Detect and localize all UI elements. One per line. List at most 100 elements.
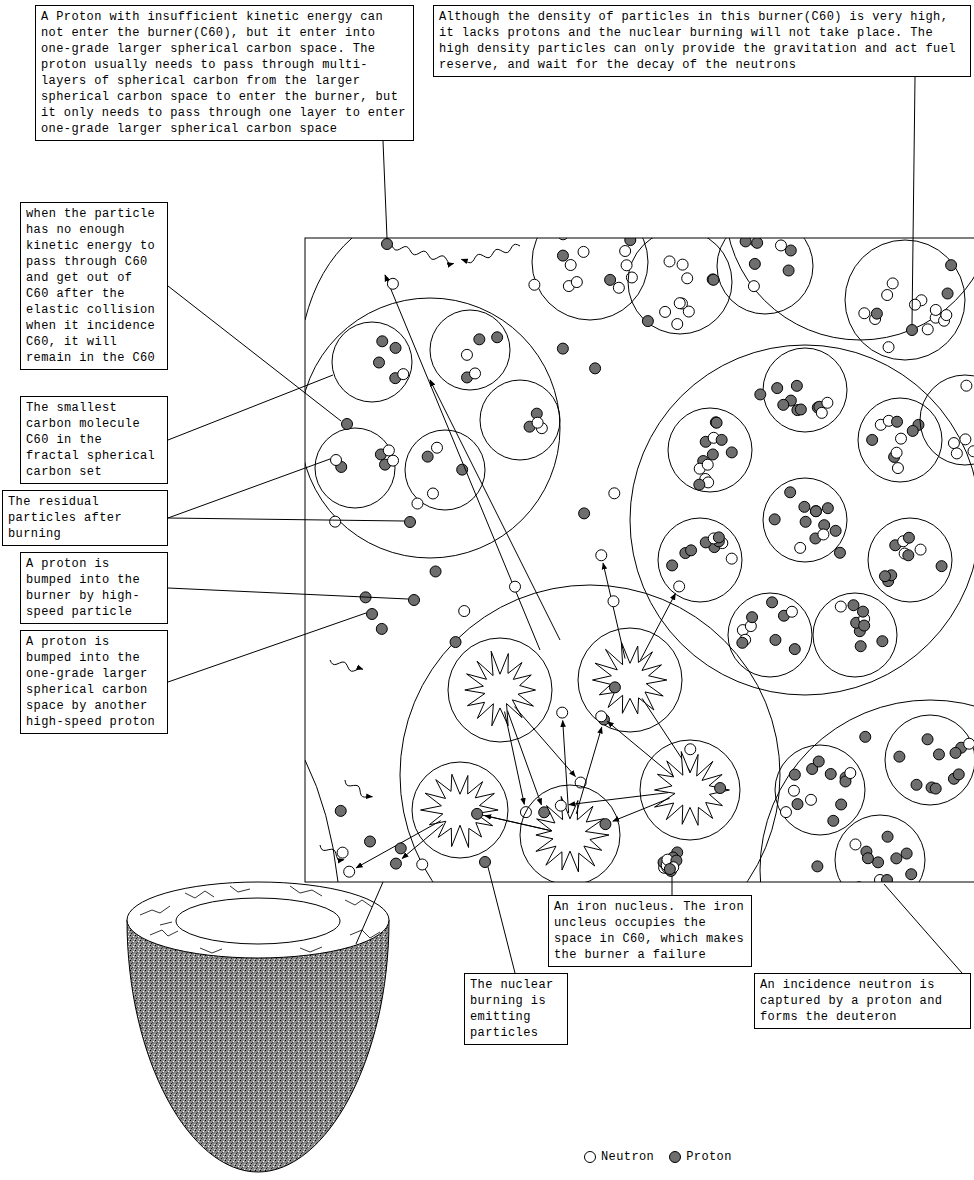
burner-c60: [578, 628, 682, 732]
neutron: [859, 308, 870, 319]
nuclear-burning: [465, 651, 536, 726]
spherical-carbon-edge: [305, 760, 338, 882]
leader-line: [488, 867, 515, 973]
proton: [390, 858, 401, 869]
proton: [812, 861, 823, 872]
proton: [799, 501, 810, 512]
legend-text: Neutron: [601, 1150, 654, 1164]
leader-line: [168, 588, 408, 599]
proton: [903, 550, 914, 561]
proton: [405, 517, 416, 528]
neutron: [510, 581, 521, 592]
gamma-ray: [320, 845, 344, 860]
neutron: [596, 711, 607, 722]
proton: [879, 571, 890, 582]
particle-path: [603, 563, 625, 658]
proton: [810, 506, 821, 517]
particle-path: [505, 712, 525, 805]
neutron: [961, 380, 972, 391]
cracks: [140, 886, 380, 953]
proton: [828, 815, 839, 826]
particle-path: [607, 721, 673, 775]
proton: [605, 274, 616, 285]
proton: [472, 808, 483, 819]
proton: [752, 238, 763, 248]
particle-path: [402, 824, 443, 858]
proton: [480, 857, 491, 868]
proton: [694, 479, 705, 490]
neutron: [891, 447, 902, 458]
neutron: [883, 342, 894, 353]
neutron: [850, 839, 861, 850]
proton: [785, 245, 796, 256]
c60-molecule: [763, 478, 847, 562]
leader-line: [168, 286, 341, 421]
callout-text: when the particle has no enough kinetic …: [26, 206, 162, 366]
spherical-carbon-space: [630, 345, 974, 695]
proton: [430, 566, 441, 577]
c60-molecule: [332, 322, 412, 402]
proton: [857, 606, 868, 617]
frame: [305, 238, 974, 882]
neutron: [555, 800, 566, 811]
c60-molecule: [868, 518, 952, 602]
proton: [860, 731, 871, 742]
proton: [848, 600, 859, 611]
leader-line: [672, 876, 673, 895]
proton: [800, 516, 811, 527]
proton: [785, 487, 796, 498]
proton: [792, 799, 803, 810]
proton: [903, 532, 914, 543]
c60-molecule: [658, 518, 742, 602]
proton: [450, 637, 461, 648]
legend-symbol: [668, 1150, 682, 1164]
proton: [825, 768, 836, 779]
neutron: [383, 445, 394, 456]
proton: [911, 779, 922, 790]
legend-symbol: [583, 1150, 597, 1164]
proton: [686, 545, 697, 556]
callout-box: The nuclear burning is emitting particle…: [464, 973, 568, 1045]
callout-box: A proton is bumped into the one-grade la…: [20, 630, 168, 734]
neutron: [816, 407, 827, 418]
neutron: [388, 455, 399, 466]
callout-box: A proton is bumped into the burner by hi…: [20, 552, 168, 624]
leader-lines: [168, 77, 962, 973]
leader-line: [383, 141, 387, 238]
c60-molecule: [668, 408, 752, 492]
neutron: [941, 310, 952, 321]
neutron: [795, 542, 806, 553]
neutron: [805, 794, 816, 805]
neutron: [930, 304, 941, 315]
neutron: [887, 278, 898, 289]
proton: [740, 238, 751, 247]
spherical-carbon-space: [305, 298, 560, 558]
nuclear-burning: [536, 796, 609, 871]
proton: [830, 525, 841, 536]
proton: [642, 316, 653, 327]
proton: [557, 343, 568, 354]
nuclear-burning: [421, 774, 499, 847]
proton: [457, 464, 468, 475]
proton: [834, 547, 845, 558]
hemisphere-rim: [127, 882, 389, 958]
neutron: [608, 596, 619, 607]
neutron: [895, 433, 906, 444]
proton: [930, 783, 941, 794]
burner-c60: [640, 740, 740, 840]
proton: [836, 799, 847, 810]
proton: [767, 597, 778, 608]
proton: [365, 836, 376, 847]
proton: [716, 434, 727, 445]
proton: [707, 274, 718, 285]
particle-path: [569, 793, 668, 805]
c60-molecule: [763, 348, 847, 432]
proton: [859, 620, 870, 631]
proton: [877, 636, 888, 647]
proton: [795, 404, 806, 415]
proton: [474, 334, 485, 345]
neutron: [951, 448, 962, 459]
c60-molecule: [405, 430, 485, 510]
neutron: [892, 463, 903, 474]
neutron: [682, 273, 693, 284]
